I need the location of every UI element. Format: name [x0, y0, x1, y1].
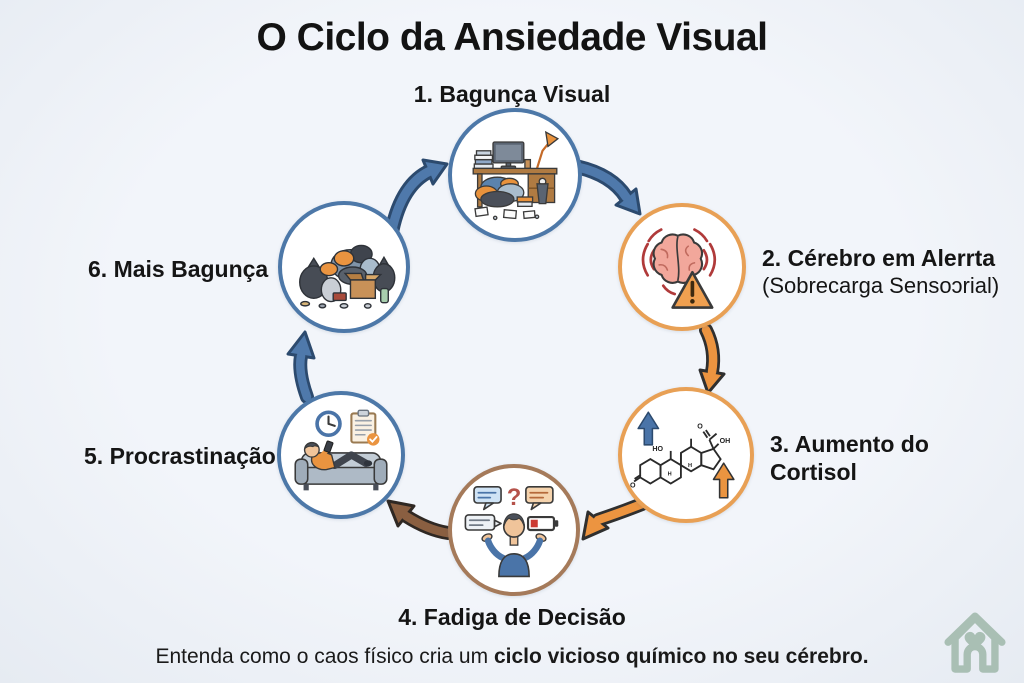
clock-icon — [315, 410, 342, 438]
molecule-structure — [633, 429, 722, 485]
warning-triangle-icon — [671, 270, 714, 309]
alert-brain-icon — [641, 228, 717, 309]
arrow-stage5-to-stage6 — [286, 330, 316, 404]
arrow-stage4-to-stage5 — [386, 499, 455, 540]
messy-desk-icon — [472, 130, 560, 221]
svg-text:O: O — [630, 482, 636, 490]
orange-up-arrow — [712, 462, 735, 499]
checklist-clipboard-icon — [350, 409, 380, 446]
stage-circle-3: O HO OH O H H — [618, 387, 754, 523]
caption-bold: ciclo vicioso químico no seu cérebro. — [493, 645, 869, 668]
stage-circle-2 — [618, 203, 746, 331]
stage-circle-6 — [278, 201, 410, 333]
scattered-papers — [474, 206, 536, 220]
computer-monitor — [492, 141, 525, 170]
clothes-pile — [474, 176, 525, 208]
decision-fatigue-icon: ? — [464, 484, 559, 578]
blue-up-arrow — [637, 411, 660, 446]
caption: Entenda como o caos físico cria um ciclo… — [0, 645, 1024, 669]
desk-lamp — [535, 130, 560, 169]
cardboard-box — [343, 272, 383, 300]
stage-circle-4: ? — [448, 464, 580, 596]
stage-sublabel-2: (Sobrecarga Sensoɔrial) — [762, 273, 1000, 298]
speech-bubbles — [464, 485, 554, 531]
heart-icon — [964, 631, 986, 650]
arrow-stage3-to-stage4 — [581, 497, 649, 541]
stage-circle-1 — [448, 108, 582, 242]
shrugging-person — [481, 513, 547, 578]
stage-label-2: 2. Cérebro em Alerrta (Sobrecarga Sensoɔ… — [762, 244, 999, 300]
question-mark: ? — [507, 484, 522, 511]
stage-circle-5 — [277, 391, 405, 519]
svg-text:HO: HO — [652, 445, 663, 453]
trash-bin — [536, 177, 549, 205]
stage-label-1: 1. Bagunça Visual — [413, 81, 611, 107]
arrow-stage6-to-stage1 — [384, 158, 449, 238]
stage-label-4: 4. Fadiga de Decisão — [398, 604, 626, 630]
vibration-lines — [641, 228, 717, 296]
lounging-person — [303, 440, 373, 471]
caption-regular: Entenda como o caos físico cria um — [155, 645, 494, 668]
page-title: O Ciclo da Ansiedade Visual — [256, 16, 768, 59]
brain — [652, 233, 704, 284]
svg-text:O: O — [697, 423, 703, 431]
house-heart-logo — [944, 612, 1006, 673]
stage-label-2-main: 2. Cérebro em Alerrta — [762, 245, 996, 271]
procrastination-couch-icon — [294, 409, 388, 491]
cortisol-molecule-icon: O HO OH O H H — [630, 411, 735, 499]
low-battery-icon — [526, 515, 559, 532]
svg-text:OH: OH — [720, 437, 731, 445]
trash-pile-icon — [299, 244, 396, 309]
arrow-stage1-to-stage2 — [570, 159, 642, 216]
phone — [323, 440, 334, 453]
stage-label-3: 3. Aumento do Cortisol — [770, 431, 929, 485]
svg-text:H: H — [668, 471, 672, 477]
arrow-stage2-to-stage3 — [698, 323, 726, 395]
stage-label-5: 5. Procrastinação — [84, 443, 276, 469]
stage-label-6: 6. Mais Bagunça — [88, 256, 269, 282]
svg-text:H: H — [688, 463, 692, 469]
